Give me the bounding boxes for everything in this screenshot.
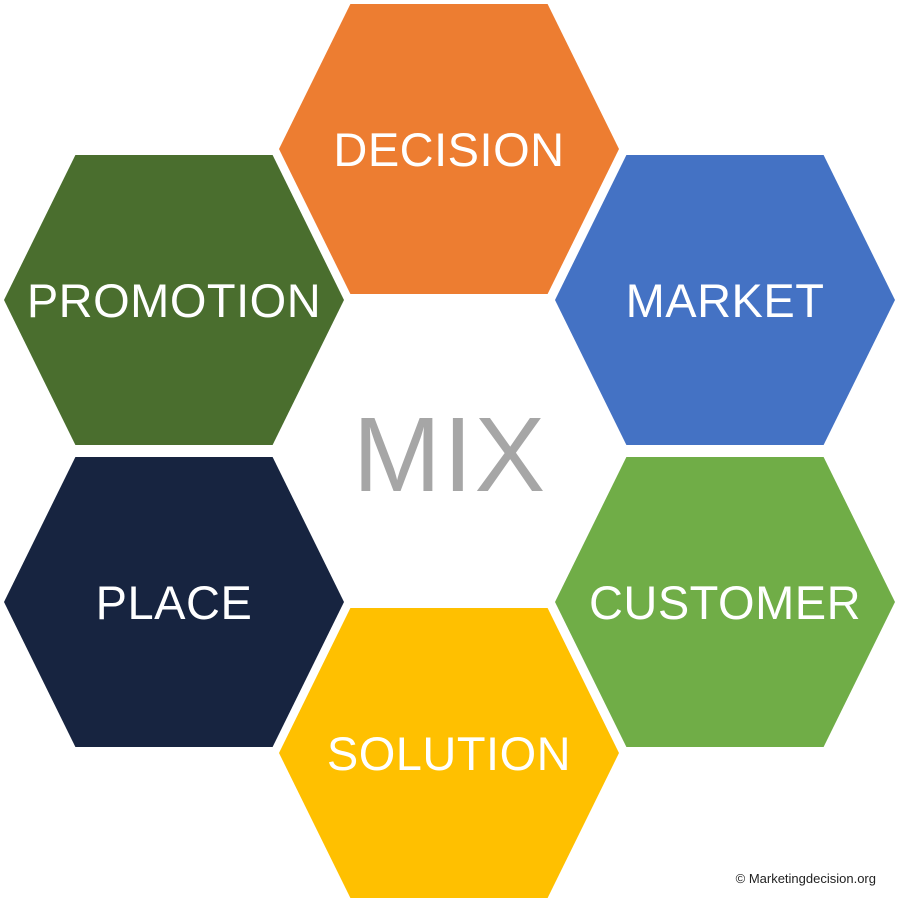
hexagon-label-decision: DECISION	[333, 122, 565, 176]
hexagon-label-promotion: PROMOTION	[26, 273, 322, 327]
hexagon-label-market: MARKET	[625, 273, 825, 327]
hexagon-decision: DECISION	[279, 4, 619, 294]
copyright-notice: © Marketingdecision.org	[735, 871, 876, 886]
hexagon-label-place: PLACE	[95, 575, 253, 629]
hexagon-label-solution: SOLUTION	[326, 726, 572, 780]
hexagon-label-customer: CUSTOMER	[588, 575, 862, 629]
hexagon-place: PLACE	[4, 457, 344, 747]
hexagon-customer: CUSTOMER	[555, 457, 895, 747]
center-label-mix: MIX	[352, 395, 548, 514]
hexagon-solution: SOLUTION	[279, 608, 619, 898]
hexagon-promotion: PROMOTION	[4, 155, 344, 445]
hexagon-market: MARKET	[555, 155, 895, 445]
